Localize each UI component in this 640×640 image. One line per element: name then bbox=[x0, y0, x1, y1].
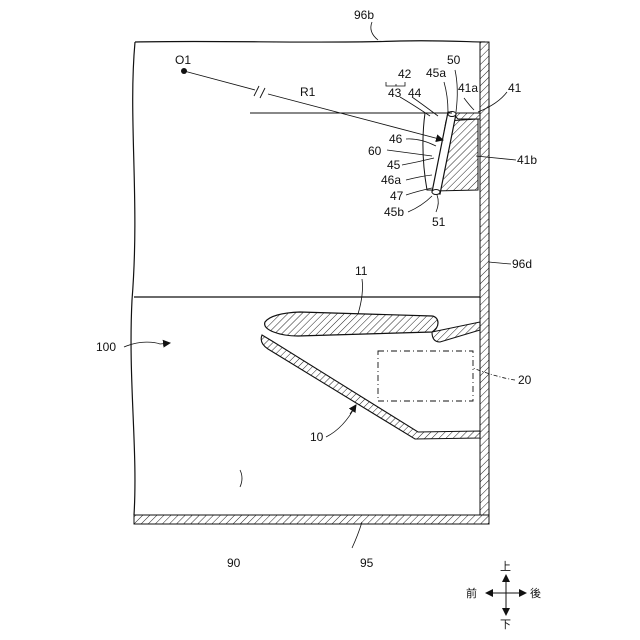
label-100: 100 bbox=[96, 340, 116, 354]
label-41a: 41a bbox=[458, 81, 478, 95]
label-95: 95 bbox=[360, 556, 374, 570]
label-43: 43 bbox=[388, 86, 402, 100]
label-45a: 45a bbox=[426, 66, 446, 80]
leader-lines bbox=[124, 22, 516, 548]
direction-indicator: 上 下 前 後 bbox=[466, 560, 541, 631]
label-47: 47 bbox=[390, 189, 404, 203]
label-96b: 96b bbox=[354, 8, 374, 22]
label-42: 42 bbox=[398, 67, 412, 81]
label-11: 11 bbox=[355, 264, 368, 278]
label-51: 51 bbox=[432, 215, 446, 229]
label-10: 10 bbox=[310, 430, 324, 444]
label-45b: 45b bbox=[384, 205, 404, 219]
label-r1: R1 bbox=[300, 85, 316, 99]
label-60: 60 bbox=[368, 144, 382, 158]
arrow-100 bbox=[160, 343, 170, 344]
label-96d: 96d bbox=[512, 257, 532, 271]
reference-numerals: 96b O1 R1 42 45a 50 43 44 41a 41 46 60 4… bbox=[96, 8, 537, 570]
direction-up-label: 上 bbox=[500, 560, 511, 573]
label-50: 50 bbox=[447, 53, 461, 67]
label-46a: 46a bbox=[381, 173, 401, 187]
label-41b: 41b bbox=[517, 153, 537, 167]
tray-11 bbox=[265, 312, 438, 336]
label-20: 20 bbox=[518, 373, 532, 387]
housing-upper-wing bbox=[432, 322, 480, 342]
label-44: 44 bbox=[408, 86, 422, 100]
direction-down-label: 下 bbox=[500, 618, 511, 631]
direction-back-label: 後 bbox=[530, 586, 541, 600]
component-20 bbox=[378, 351, 473, 401]
label-46: 46 bbox=[389, 132, 403, 146]
origin-point-o1 bbox=[181, 68, 187, 74]
rear-wall-96d bbox=[480, 42, 489, 524]
label-90: 90 bbox=[227, 556, 241, 570]
label-45: 45 bbox=[387, 158, 401, 172]
direction-front-label: 前 bbox=[466, 586, 477, 600]
label-o1: O1 bbox=[175, 53, 191, 67]
bottom-plate-95 bbox=[134, 515, 489, 524]
label-41: 41 bbox=[508, 81, 522, 95]
reference-lines bbox=[184, 71, 452, 140]
arrow-10 bbox=[350, 405, 356, 414]
